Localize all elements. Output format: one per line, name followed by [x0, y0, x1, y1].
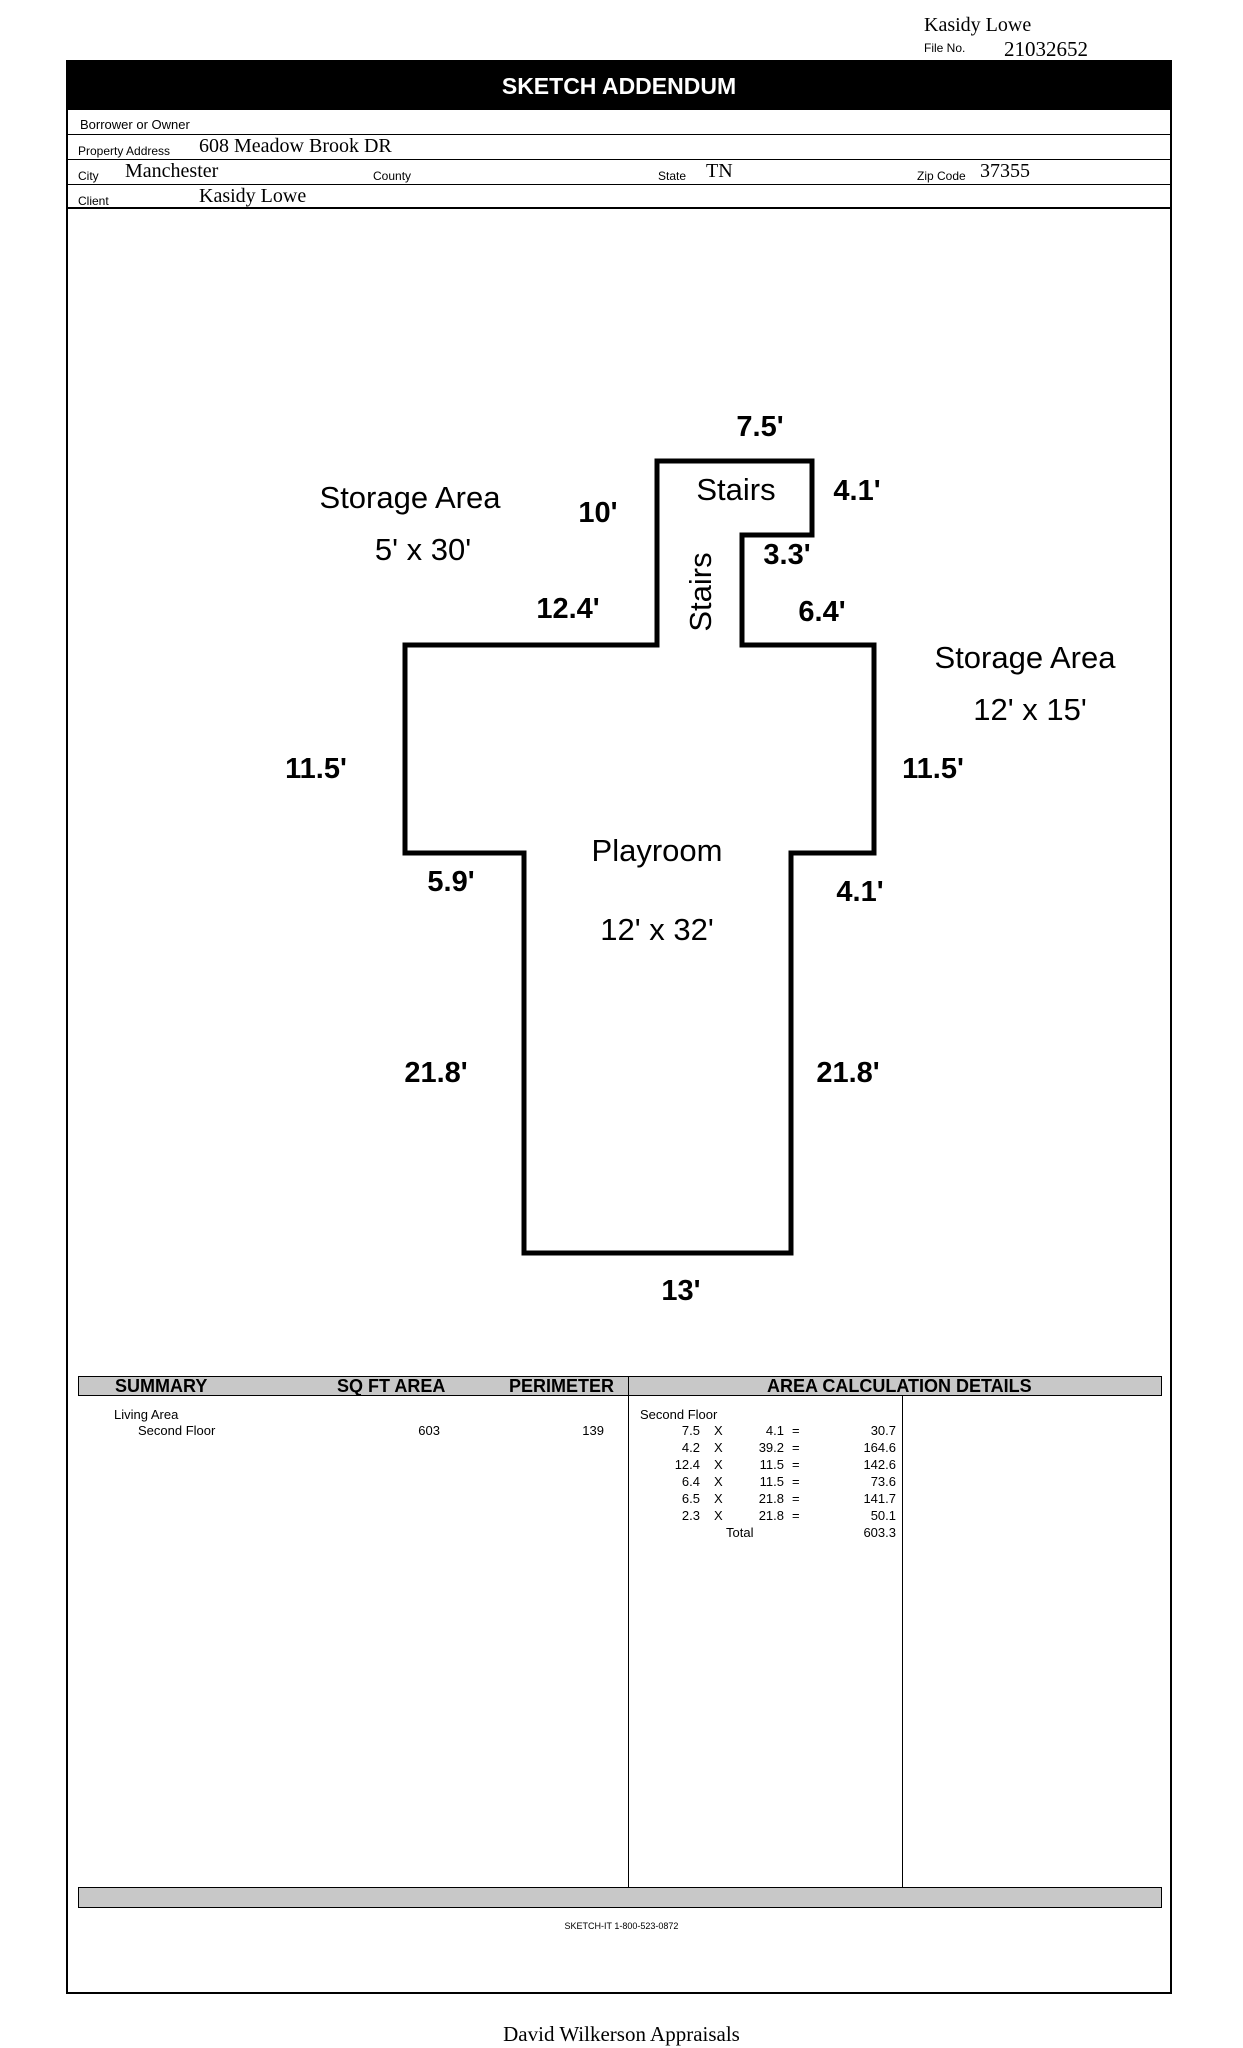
dim-stairs-left: 10' [578, 497, 617, 529]
header-appraiser-name: Kasidy Lowe [924, 14, 1032, 36]
calc-a: 7.5 [681, 1423, 700, 1438]
dim-right-step: 4.1' [836, 876, 883, 908]
calc-op: X [714, 1474, 723, 1489]
state-label: State [658, 169, 687, 183]
city-label: City [78, 169, 99, 183]
calc-b: 11.5 [759, 1474, 784, 1489]
state-value: TN [706, 160, 733, 182]
floor-outline [402, 458, 877, 1256]
floor-sketch: Storage Area 5' x 30' Storage Area 12' x… [285, 411, 1117, 1307]
storage-right-name: Storage Area [935, 640, 1117, 675]
calc-eq: = [792, 1423, 800, 1438]
calc-a: 6.5 [681, 1491, 700, 1506]
borrower-label: Borrower or Owner [80, 117, 190, 132]
calc-a: 12.4 [674, 1457, 700, 1472]
calc-b: 39.2 [758, 1440, 784, 1455]
page-title: SKETCH ADDENDUM [68, 62, 1170, 110]
dim-top: 7.5' [736, 411, 783, 443]
details-header: AREA CALCULATION DETAILS [767, 1376, 1032, 1396]
calc-op: X [714, 1508, 723, 1523]
calc-result: 142.6 [863, 1457, 896, 1472]
calc-total-value: 603.3 [863, 1525, 896, 1540]
calc-result: 50.1 [870, 1508, 896, 1523]
file-number-label: File No. [924, 41, 966, 55]
company-name: David Wilkerson Appraisals [503, 2022, 740, 2046]
dim-stairs-right: 4.1' [833, 475, 880, 507]
storage-left-name: Storage Area [320, 480, 502, 515]
client-label: Client [78, 194, 109, 208]
dim-left-step: 5.9' [427, 866, 474, 898]
calc-op: X [714, 1457, 723, 1472]
borrower-row: Borrower or Owner [68, 110, 1170, 135]
calc-op: X [714, 1491, 723, 1506]
sketchit-credit: SKETCH-IT 1-800-523-0872 [564, 1921, 679, 1931]
storage-left-size: 5' x 30' [375, 532, 471, 567]
calc-b: 11.5 [759, 1457, 784, 1472]
calc-result: 30.7 [870, 1423, 896, 1438]
calc-b: 4.1 [765, 1423, 784, 1438]
summary-row-name: Second Floor [138, 1423, 216, 1438]
city-value: Manchester [125, 160, 219, 182]
dim-upper-right: 6.4' [798, 596, 845, 628]
address-row: Property Address 608 Meadow Brook DR [68, 135, 1170, 160]
address-label: Property Address [78, 144, 171, 158]
playroom-size: 12' x 32' [600, 912, 714, 947]
calc-result: 141.7 [863, 1491, 896, 1506]
dim-upper-left: 12.4' [536, 593, 599, 625]
stairs-vertical-label: Stairs [683, 552, 718, 631]
client-value: Kasidy Lowe [199, 185, 307, 207]
calc-a: 4.2 [681, 1440, 700, 1455]
calc-a: 6.4 [681, 1474, 700, 1489]
summary-header: SUMMARY [115, 1376, 208, 1396]
dim-lower-left: 21.8' [404, 1057, 467, 1089]
summary-header-bar: SUMMARY SQ FT AREA PERIMETER AREA CALCUL… [78, 1376, 1162, 1396]
dim-bottom: 13' [661, 1275, 700, 1307]
summary-row-sqft: 603 [418, 1423, 440, 1438]
summary-footer-bar [78, 1887, 1162, 1908]
address-value: 608 Meadow Brook DR [199, 135, 392, 157]
calc-b: 21.8 [758, 1508, 784, 1523]
calc-eq: = [792, 1491, 800, 1506]
stairs-top-label: Stairs [696, 472, 775, 507]
client-row: Client Kasidy Lowe [68, 185, 1170, 209]
calc-b: 21.8 [758, 1491, 784, 1506]
zip-value: 37355 [980, 160, 1030, 182]
city-row: City Manchester County State TN Zip Code… [68, 160, 1170, 185]
page-frame [66, 60, 1172, 1994]
table-divider-main [628, 1376, 629, 1908]
playroom-name: Playroom [592, 833, 723, 868]
perimeter-header: PERIMETER [509, 1376, 615, 1396]
calc-op: X [714, 1423, 723, 1438]
calc-eq: = [792, 1440, 800, 1455]
storage-right-size: 12' x 15' [973, 692, 1087, 727]
county-label: County [373, 169, 412, 183]
dim-right-side: 11.5' [902, 753, 964, 785]
file-number-value: 21032652 [1004, 37, 1088, 61]
calc-result: 73.6 [870, 1474, 896, 1489]
calc-eq: = [792, 1457, 800, 1472]
calc-result: 164.6 [863, 1440, 896, 1455]
dim-left-side: 11.5' [285, 753, 347, 785]
calc-title: Second Floor [640, 1407, 718, 1422]
calc-eq: = [792, 1474, 800, 1489]
sqft-header: SQ FT AREA [337, 1376, 446, 1396]
calc-eq: = [792, 1508, 800, 1523]
calc-a: 2.3 [681, 1508, 700, 1523]
summary-row-perimeter: 139 [582, 1423, 604, 1438]
dim-lower-right: 21.8' [816, 1057, 879, 1089]
summary-category: Living Area [114, 1407, 179, 1422]
calc-op: X [714, 1440, 723, 1455]
table-divider-details [902, 1396, 903, 1887]
dim-notch: 3.3' [763, 539, 810, 571]
zip-label: Zip Code [917, 169, 966, 183]
calc-total-label: Total [726, 1525, 754, 1540]
